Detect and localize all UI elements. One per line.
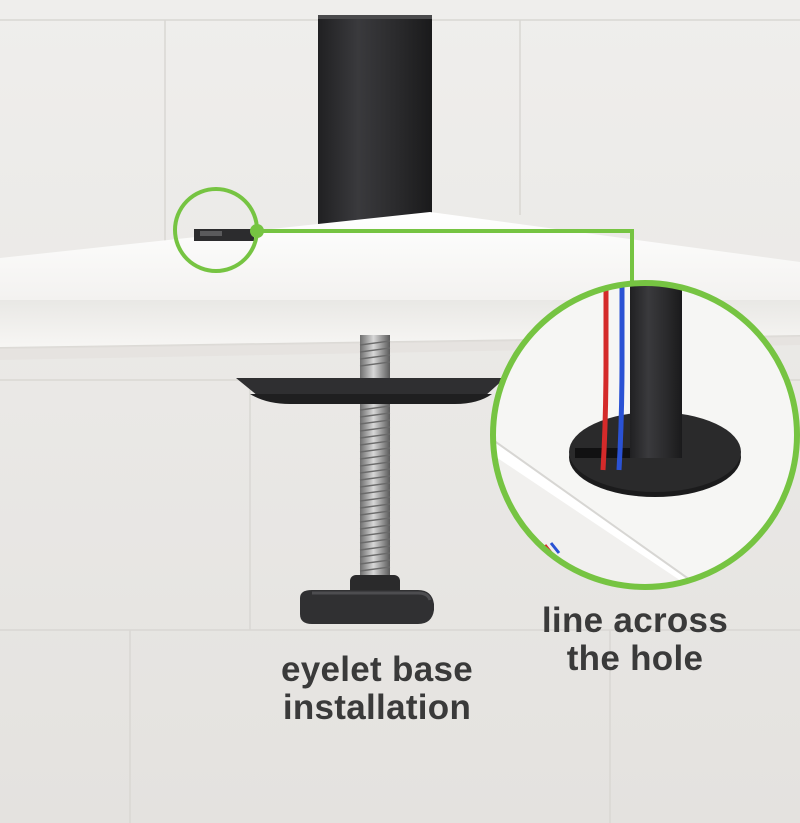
line-caption-line-2: the hole [566, 638, 704, 678]
desk-top [0, 212, 800, 300]
line-caption-line-1: line across [541, 601, 729, 640]
monitor-pole [318, 15, 432, 230]
eyelet-caption-line-2: installation [282, 687, 472, 727]
zoom-detail [490, 280, 800, 590]
eyelet-caption: eyelet base installation [252, 651, 502, 727]
line-caption: line across the hole [515, 602, 755, 678]
eyelet-caption-line-1: eyelet base [280, 650, 474, 689]
tightening-knob [300, 590, 434, 624]
bolt-threads [359, 340, 391, 572]
